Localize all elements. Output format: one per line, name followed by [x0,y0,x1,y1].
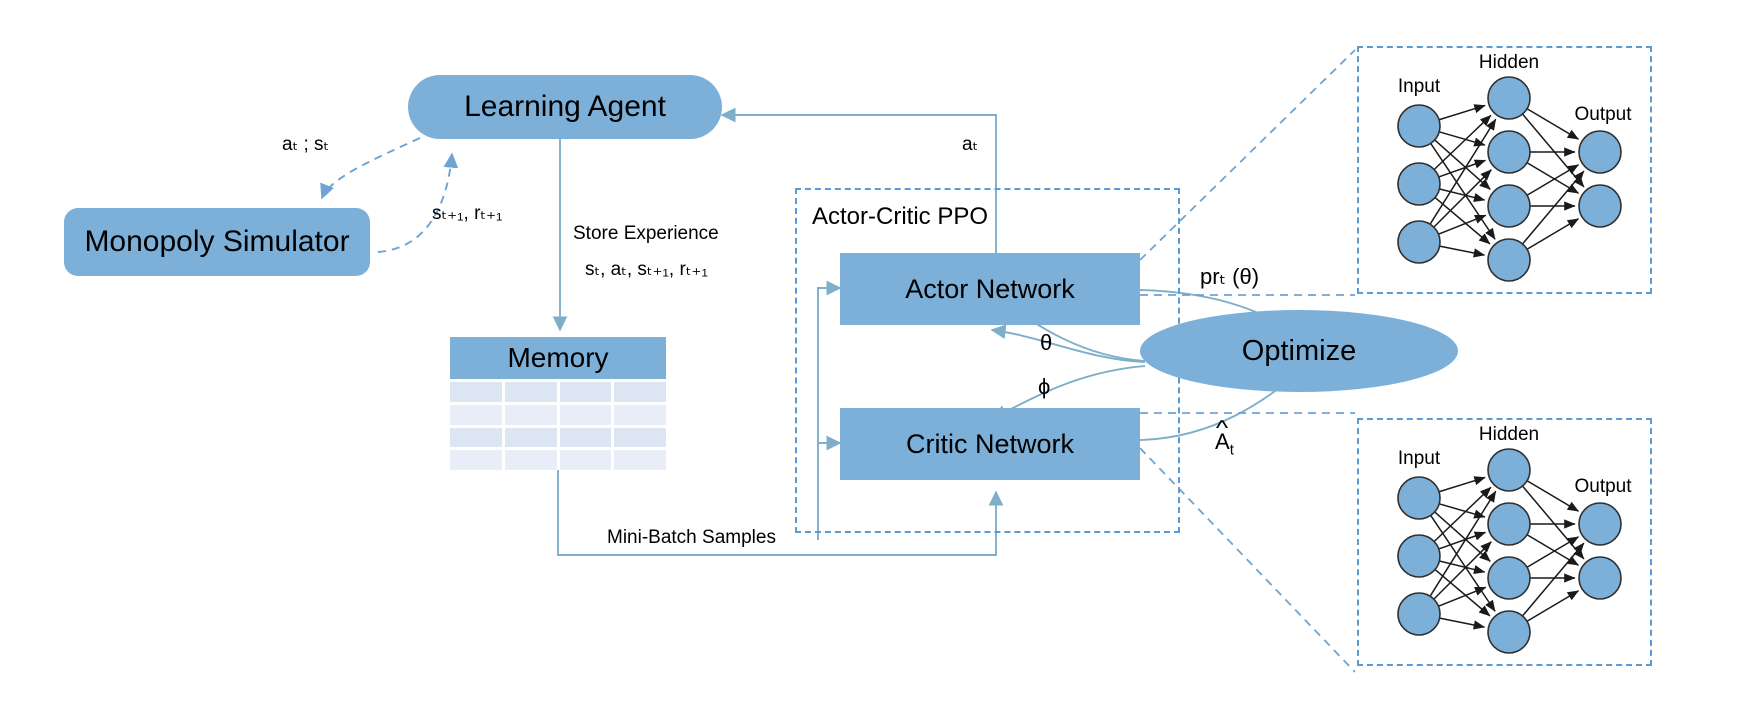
memory-cell [559,382,612,402]
nn-node [1578,130,1622,174]
nn-node [1578,184,1622,228]
actor-critic-ppo-group [795,188,1180,533]
nn-layer-label: Input [1398,448,1441,469]
nn-node [1397,104,1441,148]
edge-label-action: aₜ [962,134,979,155]
nn-node [1487,130,1531,174]
nn-node [1397,592,1441,636]
edge-label-theta: θ [1040,330,1053,355]
memory-cell [614,404,666,425]
memory-cell [504,404,557,425]
memory-table[interactable] [450,382,666,470]
nn-node [1487,238,1531,282]
nn-node [1487,502,1531,546]
edge-label-action-state: aₜ ; sₜ [282,134,330,155]
nn-node [1487,76,1531,120]
critic-network-node[interactable]: Critic Network [840,408,1140,480]
nn-node [1487,184,1531,228]
advantage-glyph: A^ [1215,416,1230,454]
nn-layer-label: Output [1574,476,1632,497]
memory-header: Memory [450,337,666,379]
nn-node [1397,534,1441,578]
actor-nn-panel [1357,46,1652,294]
memory-cell [450,382,502,402]
learning-agent-node[interactable]: Learning Agent [408,75,722,139]
memory-cell [559,427,612,448]
memory-cell [504,450,557,470]
nn-node [1397,220,1441,264]
nn-layer-label: Hidden [1479,424,1539,445]
memory-cell [614,427,666,448]
memory-label: Memory [507,342,609,373]
optimize-label: Optimize [1241,334,1357,367]
learning-agent-label: Learning Agent [464,90,666,123]
actor-network-label: Actor Network [905,273,1075,304]
nn-node [1487,556,1531,600]
nn-node [1578,556,1622,600]
memory-cell [504,382,557,402]
edge-label-next-state-reward: sₜ₊₁, rₜ₊₁ [432,203,503,224]
edge-label-store-tuple: sₜ, aₜ, sₜ₊₁, rₜ₊₁ [585,259,708,280]
memory-cell [614,382,666,402]
optimize-node[interactable]: Optimize [1140,310,1458,392]
nn-node [1578,502,1622,546]
nn-layer-label: Output [1574,104,1632,125]
critic-network-label: Critic Network [905,428,1074,459]
nn-node [1397,476,1441,520]
monopoly-simulator-node[interactable]: Monopoly Simulator [64,208,370,276]
nn-node [1487,610,1531,654]
memory-cell [614,450,666,470]
actor-network-node[interactable]: Actor Network [840,253,1140,325]
memory-cell [559,404,612,425]
memory-cell [450,404,502,425]
nn-node [1487,448,1531,492]
nn-node [1397,162,1441,206]
edge-label-advantage: A^t [1215,416,1234,459]
nn-layer-label: Input [1398,76,1441,97]
edge-label-store-experience: Store Experience [573,223,719,244]
memory-cell [504,427,557,448]
actor-critic-ppo-label: Actor-Critic PPO [812,203,989,230]
memory-cell [559,450,612,470]
edge-label-phi: ϕ [1038,374,1051,399]
critic-nn-panel [1357,418,1652,666]
edge-label-prob-ratio: prₜ (θ) [1200,264,1260,289]
memory-cell [450,450,502,470]
monopoly-simulator-label: Monopoly Simulator [84,225,350,258]
nn-layer-label: Hidden [1479,52,1539,73]
memory-cell [450,427,502,448]
edge-label-mini-batch: Mini-Batch Samples [607,527,776,548]
